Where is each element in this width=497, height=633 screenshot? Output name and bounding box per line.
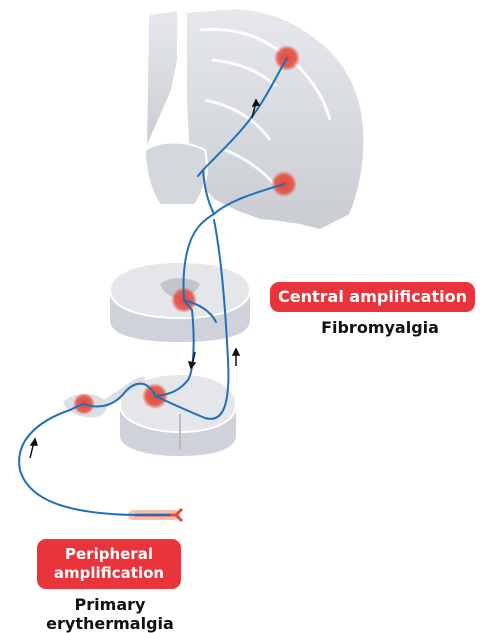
peripheral-nerve-ending [128,509,182,521]
brain-section [145,8,364,230]
fibromyalgia-caption: Fibromyalgia [300,318,460,337]
peripheral-label-line2: amplification [37,564,181,583]
peripheral-amplification-badge: Peripheral amplification [37,539,181,589]
primary-erythermalgia-caption: Primary erythermalgia [10,595,210,633]
peripheral-label-line1: Peripheral [37,545,181,564]
central-amplification-badge: Central amplification [270,282,475,312]
